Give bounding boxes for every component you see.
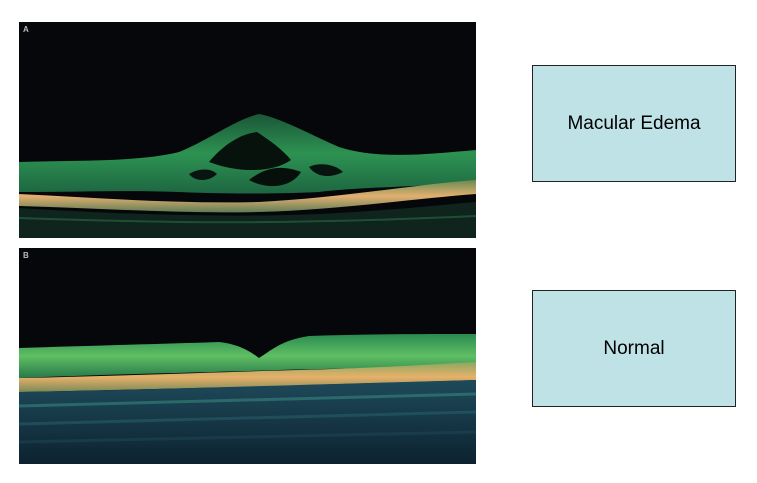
oct-image-b — [19, 334, 476, 464]
label-normal: Normal — [603, 337, 665, 359]
panel-letter-a: A — [23, 25, 29, 34]
label-box-macular-edema: Macular Edema — [532, 65, 736, 182]
panel-letter-b: B — [23, 251, 29, 260]
oct-scan-macular-edema: A — [19, 22, 476, 238]
oct-scan-normal: B — [19, 248, 476, 464]
label-macular-edema: Macular Edema — [567, 112, 701, 134]
label-box-normal: Normal — [532, 290, 736, 407]
oct-image-a — [19, 114, 476, 238]
